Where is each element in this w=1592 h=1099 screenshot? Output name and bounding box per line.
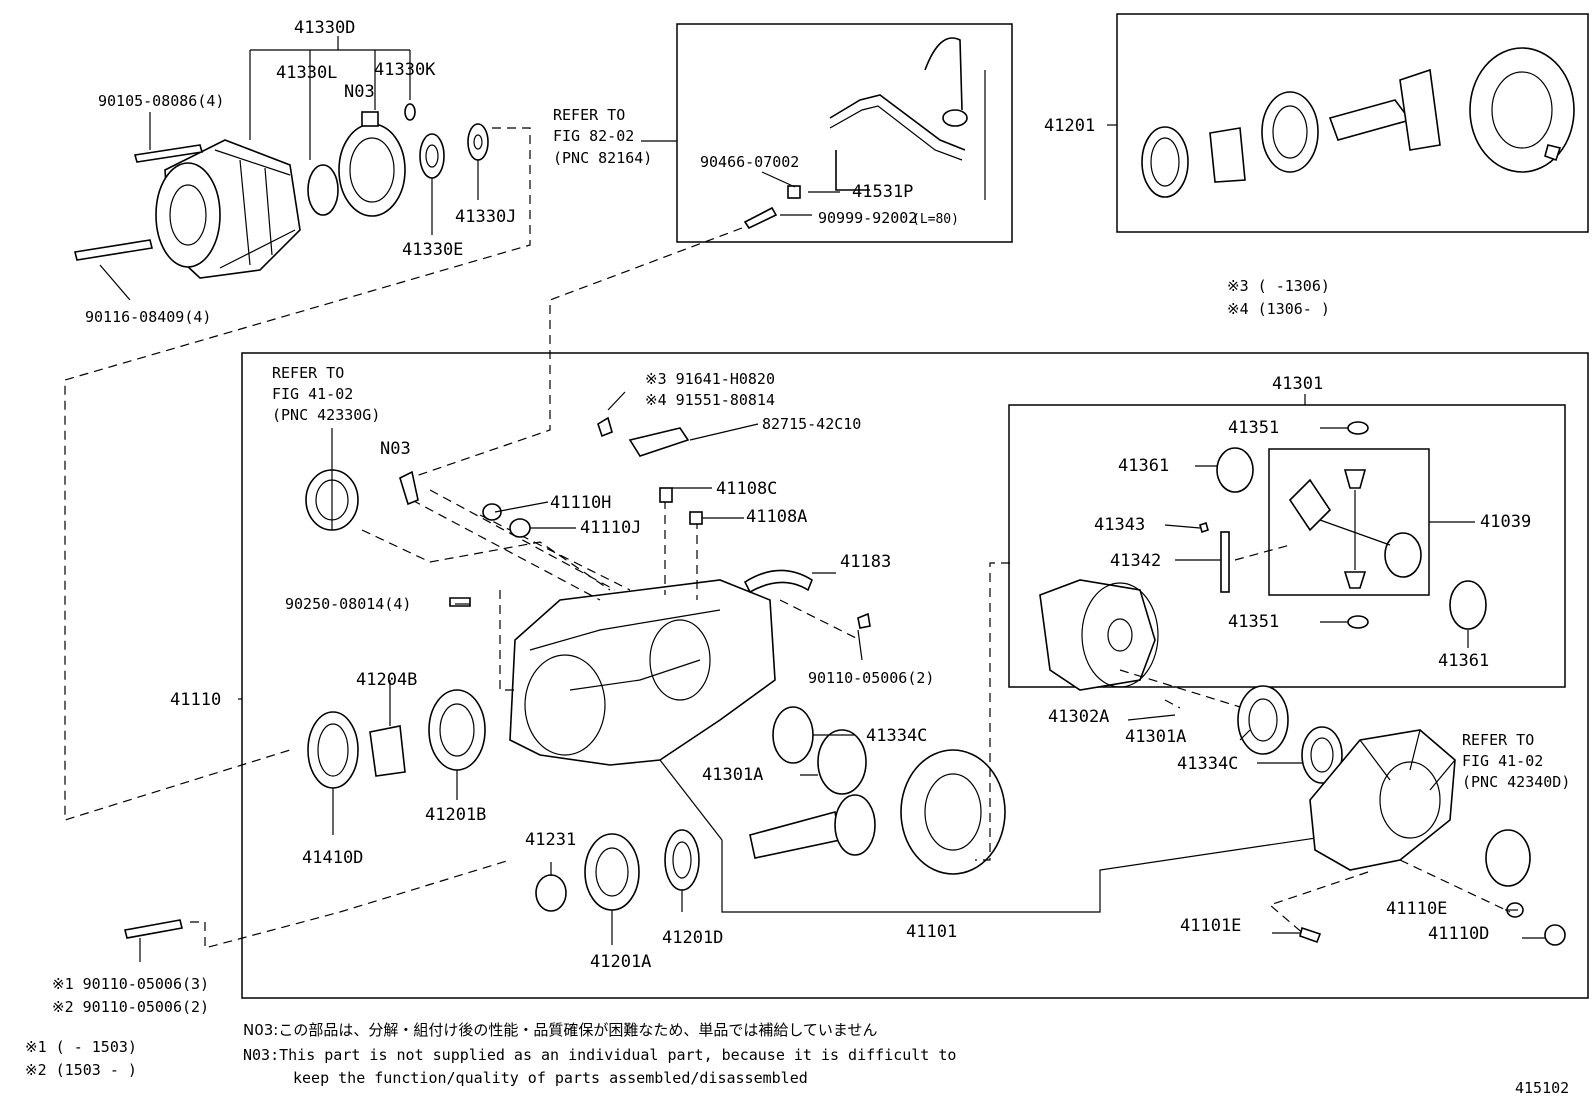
label-90105: 90105-08086(4) [98, 92, 224, 110]
range-note-4: ※4 (1306- ) [1227, 300, 1330, 318]
label-90999: 90999-92002 [818, 209, 917, 227]
range-note-3: ※3 ( -1306) [1227, 277, 1330, 295]
differential-parts [975, 394, 1487, 861]
label-91641: ※3 91641-H0820 [645, 370, 775, 388]
label-41351-top: 41351 [1228, 418, 1279, 438]
carrier-assembly-box [241, 352, 1589, 999]
carrier-housing [361, 489, 1371, 913]
label-41330K: 41330K [374, 60, 436, 80]
label-41301A-right: 41301A [1125, 727, 1186, 747]
label-41302A: 41302A [1048, 707, 1109, 727]
refer-82-02-line2: FIG 82-02 [553, 127, 634, 145]
label-41108C: 41108C [716, 479, 777, 499]
label-41330L: 41330L [276, 63, 337, 83]
label-41108A: 41108A [746, 507, 807, 527]
label-90466: 90466-07002 [700, 153, 799, 171]
label-n03-top: N03 [344, 82, 375, 102]
label-90110-2: 90110-05006(2) [808, 669, 934, 687]
label-41301: 41301 [1272, 374, 1323, 394]
label-41110H: 41110H [550, 493, 611, 513]
refer-82-02-line1: REFER TO [553, 106, 625, 124]
refer-41-02-b-line1: REFER TO [1462, 731, 1534, 749]
label-41231: 41231 [525, 830, 576, 850]
ring-pinion-set [1107, 47, 1575, 198]
label-41101E: 41101E [1180, 916, 1241, 936]
label-41361-left: 41361 [1118, 456, 1169, 476]
label-41204B: 41204B [356, 670, 417, 690]
label-41201B: 41201B [425, 805, 486, 825]
label-41183: 41183 [840, 552, 891, 572]
cover-parts [1127, 685, 1566, 946]
breather-box [676, 23, 1013, 243]
label-41410D: 41410D [302, 848, 363, 868]
label-41039: 41039 [1480, 512, 1531, 532]
label-41301A-left: 41301A [702, 765, 763, 785]
label-41201A: 41201A [590, 952, 651, 972]
figure-number: 415102 [1515, 1079, 1569, 1097]
label-n03-carrier: N03 [380, 439, 411, 459]
label-90110-2-alt: ※2 90110-05006(2) [52, 998, 209, 1016]
breather-hose-parts [409, 37, 986, 479]
n03-note-english-line2: keep the function/quality of parts assem… [293, 1069, 808, 1087]
label-41330E: 41330E [402, 240, 463, 260]
label-41201D: 41201D [662, 928, 723, 948]
label-90999-length: (L=80) [912, 212, 959, 227]
label-90250: 90250-08014(4) [285, 595, 411, 613]
n03-note-japanese: N03:この部品は、分解・組付け後の性能・品質確保が困難なため、単品では補給して… [243, 1021, 877, 1039]
label-41330J: 41330J [455, 207, 516, 227]
carrier-small-parts [124, 391, 1006, 962]
range-note-2: ※2 (1503 - ) [25, 1061, 137, 1079]
label-90110-3: ※1 90110-05006(3) [52, 975, 209, 993]
differential-case-box [1008, 404, 1566, 688]
label-41110D: 41110D [1428, 924, 1489, 944]
label-41101: 41101 [906, 922, 957, 942]
label-41334C-left: 41334C [866, 726, 927, 746]
label-41342: 41342 [1110, 551, 1161, 571]
label-41330D: 41330D [294, 18, 355, 38]
label-41110J: 41110J [580, 518, 641, 538]
label-41201: 41201 [1044, 116, 1095, 136]
extension-housing-group [64, 36, 531, 821]
label-82715: 82715-42C10 [762, 415, 861, 433]
label-41343: 41343 [1094, 515, 1145, 535]
label-41531P: 41531P [852, 182, 913, 202]
refer-82-02-line3: (PNC 82164) [553, 149, 652, 167]
label-41361-right: 41361 [1438, 651, 1489, 671]
refer-41-02-a-line1: REFER TO [272, 364, 344, 382]
range-note-1: ※1 ( - 1503) [25, 1038, 137, 1056]
refer-41-02-b-line3: (PNC 42340D) [1462, 773, 1570, 791]
pinion-ring-gear-box [1116, 13, 1589, 233]
label-41351-bottom: 41351 [1228, 612, 1279, 632]
refer-41-02-a-line2: FIG 41-02 [272, 385, 353, 403]
n03-note-english-line1: N03:This part is not supplied as an indi… [243, 1046, 956, 1064]
label-91551: ※4 91551-80814 [645, 391, 775, 409]
refer-41-02-a-line3: (PNC 42330G) [272, 406, 380, 424]
label-41110E: 41110E [1386, 899, 1447, 919]
label-41110: 41110 [170, 690, 221, 710]
refer-41-02-b-line2: FIG 41-02 [1462, 752, 1543, 770]
label-41334C-right: 41334C [1177, 754, 1238, 774]
label-90116: 90116-08409(4) [85, 308, 211, 326]
